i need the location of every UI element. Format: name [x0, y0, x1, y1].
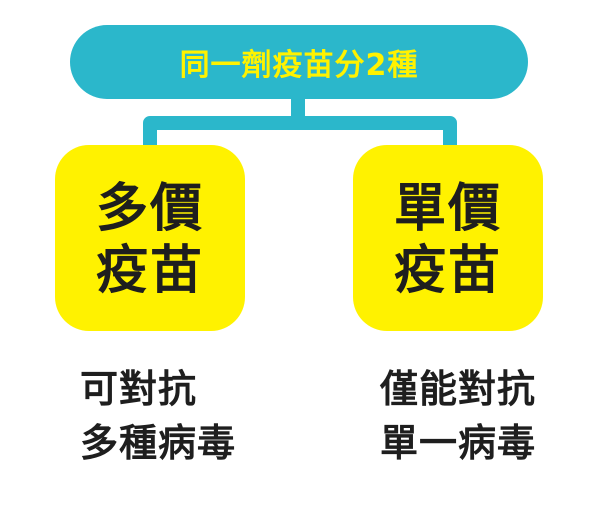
multivalent-description: 可對抗 多種病毒	[80, 362, 236, 470]
multivalent-desc-line2: 多種病毒	[80, 421, 237, 465]
multivalent-label-line2: 疫苗	[95, 241, 204, 301]
multivalent-vaccine-box: 多價 疫苗	[55, 145, 245, 331]
monovalent-label-line2: 疫苗	[393, 241, 502, 301]
monovalent-description: 僅能對抗 單一病毒	[380, 362, 536, 470]
title-banner: 同一劑疫苗分2種	[70, 25, 528, 99]
multivalent-label-line1: 多價	[95, 179, 204, 239]
monovalent-label-line1: 單價	[393, 179, 502, 239]
title-text: 同一劑疫苗分2種	[179, 48, 419, 83]
multivalent-desc-line1: 可對抗	[80, 367, 198, 411]
monovalent-vaccine-box: 單價 疫苗	[353, 145, 543, 331]
monovalent-desc-line2: 單一病毒	[380, 421, 537, 465]
monovalent-desc-line1: 僅能對抗	[380, 367, 537, 411]
